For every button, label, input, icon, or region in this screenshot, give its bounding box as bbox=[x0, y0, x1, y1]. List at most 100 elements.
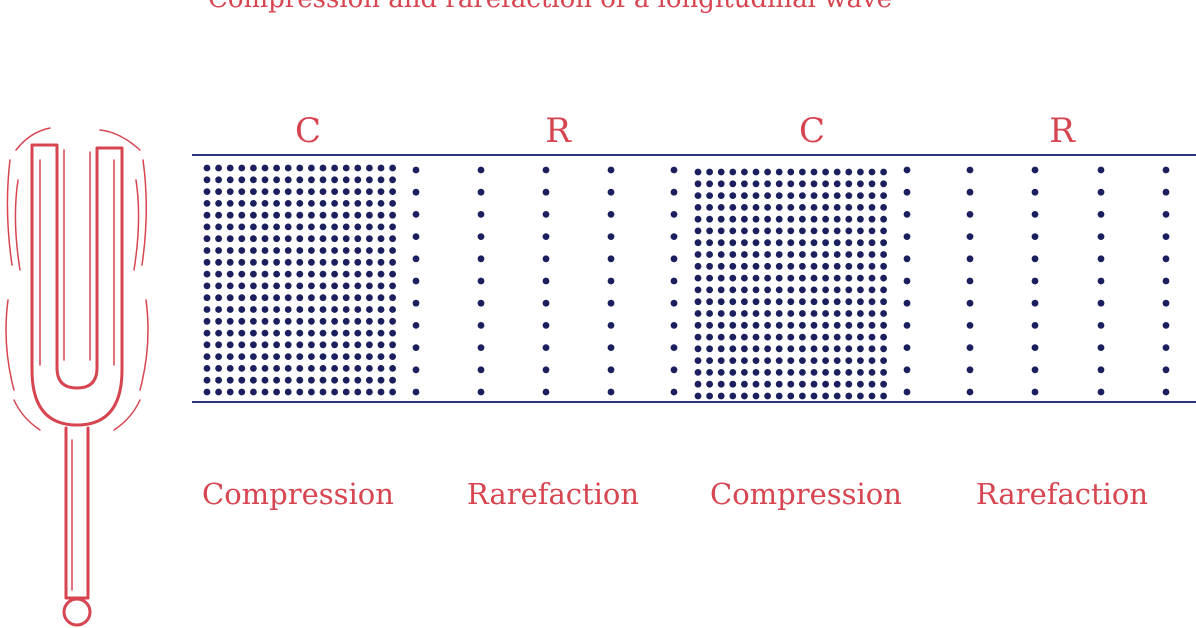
particle-dot bbox=[694, 251, 702, 258]
particle-dot bbox=[377, 211, 385, 219]
particle-dot bbox=[810, 204, 818, 211]
particle-dot bbox=[250, 353, 257, 360]
particle-dot bbox=[868, 310, 876, 317]
particle-dot bbox=[203, 365, 211, 372]
particle-dot bbox=[810, 380, 818, 388]
particle-dot bbox=[296, 388, 304, 396]
particle-dot bbox=[775, 262, 783, 270]
particle-dot bbox=[250, 294, 257, 302]
particle-dot bbox=[799, 215, 806, 223]
particle-dot bbox=[215, 388, 223, 396]
particle-dot bbox=[226, 282, 234, 290]
particle-dot bbox=[238, 235, 246, 243]
particle-dot bbox=[741, 345, 748, 353]
particle-dot bbox=[1162, 299, 1170, 307]
particle-dot bbox=[366, 247, 373, 254]
region-label: Rarefaction bbox=[976, 477, 1148, 511]
particle-dot bbox=[857, 321, 864, 329]
particle-dot bbox=[203, 341, 211, 349]
particle-dot bbox=[670, 277, 678, 285]
particle-dot bbox=[331, 223, 338, 231]
particle-dot bbox=[250, 341, 257, 349]
particle-dot bbox=[331, 365, 338, 372]
particle-dot bbox=[880, 262, 887, 270]
particle-dot bbox=[354, 306, 362, 313]
particle-dot bbox=[833, 274, 841, 282]
particle-dot bbox=[296, 341, 304, 349]
particle-dot bbox=[319, 235, 327, 243]
particle-dot bbox=[833, 168, 841, 176]
particle-dot bbox=[729, 310, 737, 317]
particle-dot bbox=[729, 286, 737, 294]
particle-dot bbox=[203, 353, 211, 360]
particle-dot bbox=[342, 235, 350, 243]
particle-dot bbox=[331, 294, 338, 302]
particle-dot bbox=[880, 380, 887, 388]
particle-dot bbox=[857, 298, 864, 306]
particle-dot bbox=[542, 388, 550, 396]
particle-dot bbox=[354, 353, 362, 360]
particle-dot bbox=[1097, 255, 1105, 263]
particle-dot bbox=[880, 204, 887, 211]
particle-dot bbox=[706, 357, 713, 364]
particle-dot bbox=[284, 341, 292, 349]
particle-dot bbox=[319, 282, 327, 290]
particle-dot bbox=[799, 168, 806, 176]
particle-dot bbox=[238, 282, 246, 290]
particle-dot bbox=[331, 164, 338, 172]
particle-dot bbox=[822, 345, 829, 353]
particle-dot bbox=[377, 341, 385, 349]
particle-dot bbox=[389, 353, 396, 360]
particle-dot bbox=[261, 294, 269, 302]
particle-dot bbox=[296, 200, 304, 207]
particle-dot bbox=[273, 388, 280, 396]
particle-dot bbox=[775, 274, 783, 282]
particle-dot bbox=[377, 235, 385, 243]
particle-dot bbox=[764, 239, 771, 247]
particle-dot bbox=[250, 258, 257, 266]
particle-dot bbox=[717, 204, 725, 211]
particle-dot bbox=[966, 255, 974, 263]
particle-dot bbox=[694, 262, 702, 270]
particle-dot bbox=[342, 365, 350, 372]
particle-dot bbox=[366, 211, 373, 219]
particle-dot bbox=[787, 204, 795, 211]
particle-dot bbox=[342, 341, 350, 349]
particle-dot bbox=[261, 200, 269, 207]
particle-dot bbox=[752, 180, 760, 188]
particle-dot bbox=[250, 388, 257, 396]
tuning-fork-icon bbox=[5, 127, 149, 627]
particle-dot bbox=[261, 270, 269, 278]
diagram-title: Compression and rarefaction of a longitu… bbox=[0, 0, 1100, 14]
particle-dot bbox=[764, 204, 771, 211]
particle-dot bbox=[787, 357, 795, 364]
particle-dot bbox=[787, 168, 795, 176]
particle-dot bbox=[857, 239, 864, 247]
particle-dot bbox=[542, 166, 550, 174]
particle-dot bbox=[966, 322, 974, 329]
particle-dot bbox=[729, 321, 737, 329]
particle-dot bbox=[706, 321, 713, 329]
particle-dot bbox=[308, 200, 315, 207]
particle-dot bbox=[810, 180, 818, 188]
particle-dot bbox=[308, 294, 315, 302]
particle-dot bbox=[412, 344, 420, 351]
particle-dot bbox=[250, 365, 257, 372]
particle-dot bbox=[729, 333, 737, 341]
particle-dot bbox=[250, 306, 257, 313]
particle-dot bbox=[226, 235, 234, 243]
particle-dot bbox=[1031, 211, 1039, 218]
particle-dot bbox=[308, 258, 315, 266]
particle-dot bbox=[215, 258, 223, 266]
particle-dot bbox=[880, 321, 887, 329]
particle-dot bbox=[845, 392, 853, 400]
particle-dot bbox=[412, 255, 420, 263]
particle-dot bbox=[741, 180, 748, 188]
particle-dot bbox=[296, 211, 304, 219]
particle-dot bbox=[203, 188, 211, 196]
particle-dot bbox=[226, 223, 234, 231]
particle-dot bbox=[706, 274, 713, 282]
particle-dot bbox=[215, 353, 223, 360]
particle-dot bbox=[607, 322, 615, 329]
